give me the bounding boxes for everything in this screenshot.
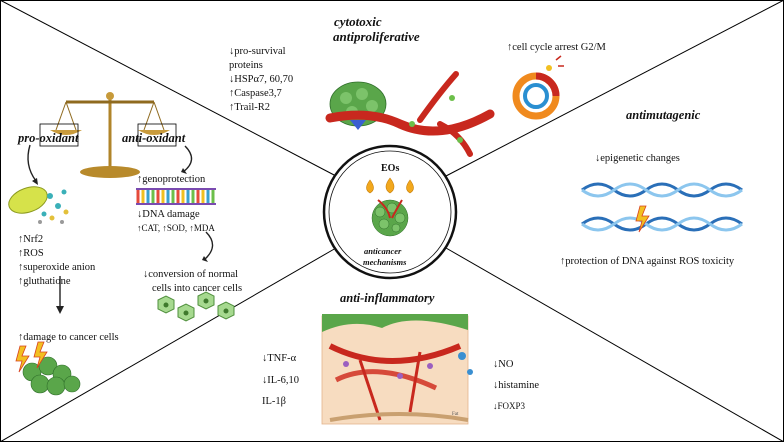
pro-oxidant-item-0: ↑Nrf2 xyxy=(18,234,44,245)
divider-top-right xyxy=(445,0,784,177)
divider-bottom-right xyxy=(445,247,784,442)
divider-top-left xyxy=(0,0,337,177)
center-caption-line2: mechanisms xyxy=(363,257,407,267)
dna-ladder-illustration xyxy=(136,188,216,205)
divider-bottom-left xyxy=(0,247,337,442)
cytotoxic-item-0: ↓pro-survival xyxy=(229,46,286,57)
anti-inflammatory-title: anti-inflammatory xyxy=(340,291,435,305)
anti-inflammatory-left-item-2: IL-1β xyxy=(262,396,286,407)
center-title: EOs xyxy=(381,163,400,174)
cell-cycle-ring-illustration xyxy=(512,55,564,120)
mitochondrion-illustration xyxy=(8,186,69,224)
cytotoxic-item-1: proteins xyxy=(229,60,263,71)
anti-inflammatory-left-item-1: ↓IL-6,10 xyxy=(262,375,300,386)
damage-to-cancer-cells-label: ↑damage to cancer cells xyxy=(18,332,119,343)
tumor-vessel-illustration xyxy=(325,71,495,157)
enzymes-label: ↑CAT, ↑SOD, ↑MDA xyxy=(137,223,215,233)
cytotoxic-item-4: ↑Trail-R2 xyxy=(229,102,271,113)
conversion-label-line1: ↓conversion of normal xyxy=(143,269,239,280)
epigenetic-changes-label: ↓epigenetic changes xyxy=(595,153,680,164)
conversion-label-line2: cells into cancer cells xyxy=(152,283,243,294)
dna-protection-label: ↑protection of DNA against ROS toxicity xyxy=(560,256,735,267)
dna-damage-label: ↓DNA damage xyxy=(137,209,200,220)
balance-scale-illustration xyxy=(39,92,177,178)
tissue-label: Fat xyxy=(452,412,459,417)
flow-arrows xyxy=(27,144,214,308)
pro-oxidant-item-1: ↑ROS xyxy=(18,248,44,259)
center-caption-line1: anticancer xyxy=(364,246,402,256)
anti-inflammatory-right-item-1: ↓histamine xyxy=(493,380,540,391)
inflamed-tissue-illustration xyxy=(321,314,473,425)
cytotoxic-item-3: ↑Caspase3,7 xyxy=(229,88,282,99)
pro-oxidant-title: pro-oxidant xyxy=(18,131,79,145)
cytotoxic-item-2: ↓HSPα7, 60,70 xyxy=(229,74,294,85)
cell-cycle-arrest-label: ↑cell cycle arrest G2/M xyxy=(507,42,606,53)
dna-helix-illustration xyxy=(581,182,743,233)
pro-oxidant-item-3: ↑gluthatione xyxy=(18,276,71,287)
anti-inflammatory-right-item-2: ↓FOXP3 xyxy=(493,401,526,411)
cytotoxic-title: cytotoxic xyxy=(334,14,382,29)
anti-inflammatory-left-item-0: ↓TNF-α xyxy=(262,353,297,364)
normal-cells-illustration xyxy=(157,291,235,322)
anti-oxidant-title: anti-oxidant xyxy=(122,131,186,145)
antiproliferative-title: antiproliferative xyxy=(333,29,420,44)
cancer-cells-lightning-illustration xyxy=(15,341,81,396)
genoprotection-label: ↑genoprotection xyxy=(137,174,206,185)
pro-oxidant-item-2: ↑superoxide anion xyxy=(18,262,96,273)
anti-inflammatory-right-item-0: ↓NO xyxy=(493,359,514,370)
center-emblem xyxy=(322,144,458,280)
antimutagenic-title: antimutagenic xyxy=(626,108,701,122)
